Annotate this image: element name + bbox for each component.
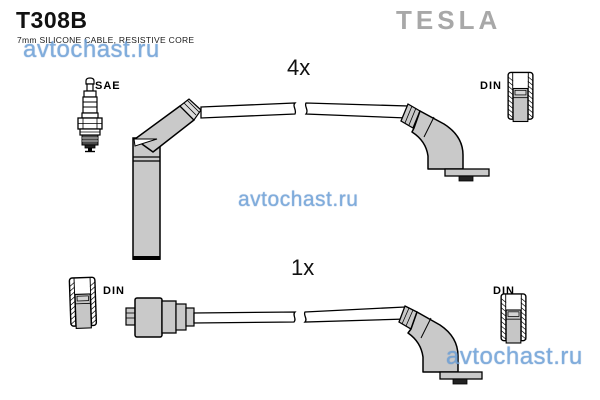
brand-logo: TESLA xyxy=(396,5,502,35)
spark-plug-icon xyxy=(77,77,103,153)
quantity-label-bottom: 1x xyxy=(291,255,315,280)
cable-plug-left xyxy=(125,297,195,338)
watermark-bottom-right: avtochast.ru xyxy=(446,343,583,370)
ignition-cable-drawing-1x xyxy=(125,297,483,385)
din-connector-icon xyxy=(68,276,98,330)
watermark-top-left: avtochast.ru xyxy=(23,36,160,63)
din-connector-icon xyxy=(500,293,527,344)
part-number: T308B xyxy=(16,7,88,33)
cable-boot-right xyxy=(398,305,483,385)
cable-boot-right xyxy=(400,103,490,182)
din-standard-label-top-right: DIN xyxy=(480,80,502,92)
cable-boot-left xyxy=(132,98,202,260)
quantity-label-top: 4x xyxy=(287,55,311,80)
cable-wire xyxy=(200,102,409,119)
cable-wire xyxy=(193,306,407,324)
din-standard-label-bottom-left: DIN xyxy=(103,285,125,297)
din-connector-icon xyxy=(507,71,534,123)
product-description: 7mm SILICONE CABLE, RESISTIVE CORE xyxy=(17,35,195,45)
ignition-cable-drawing-4x xyxy=(132,98,490,260)
watermark-center: avtochast.ru xyxy=(238,188,359,211)
sae-standard-label: SAE xyxy=(95,80,121,92)
